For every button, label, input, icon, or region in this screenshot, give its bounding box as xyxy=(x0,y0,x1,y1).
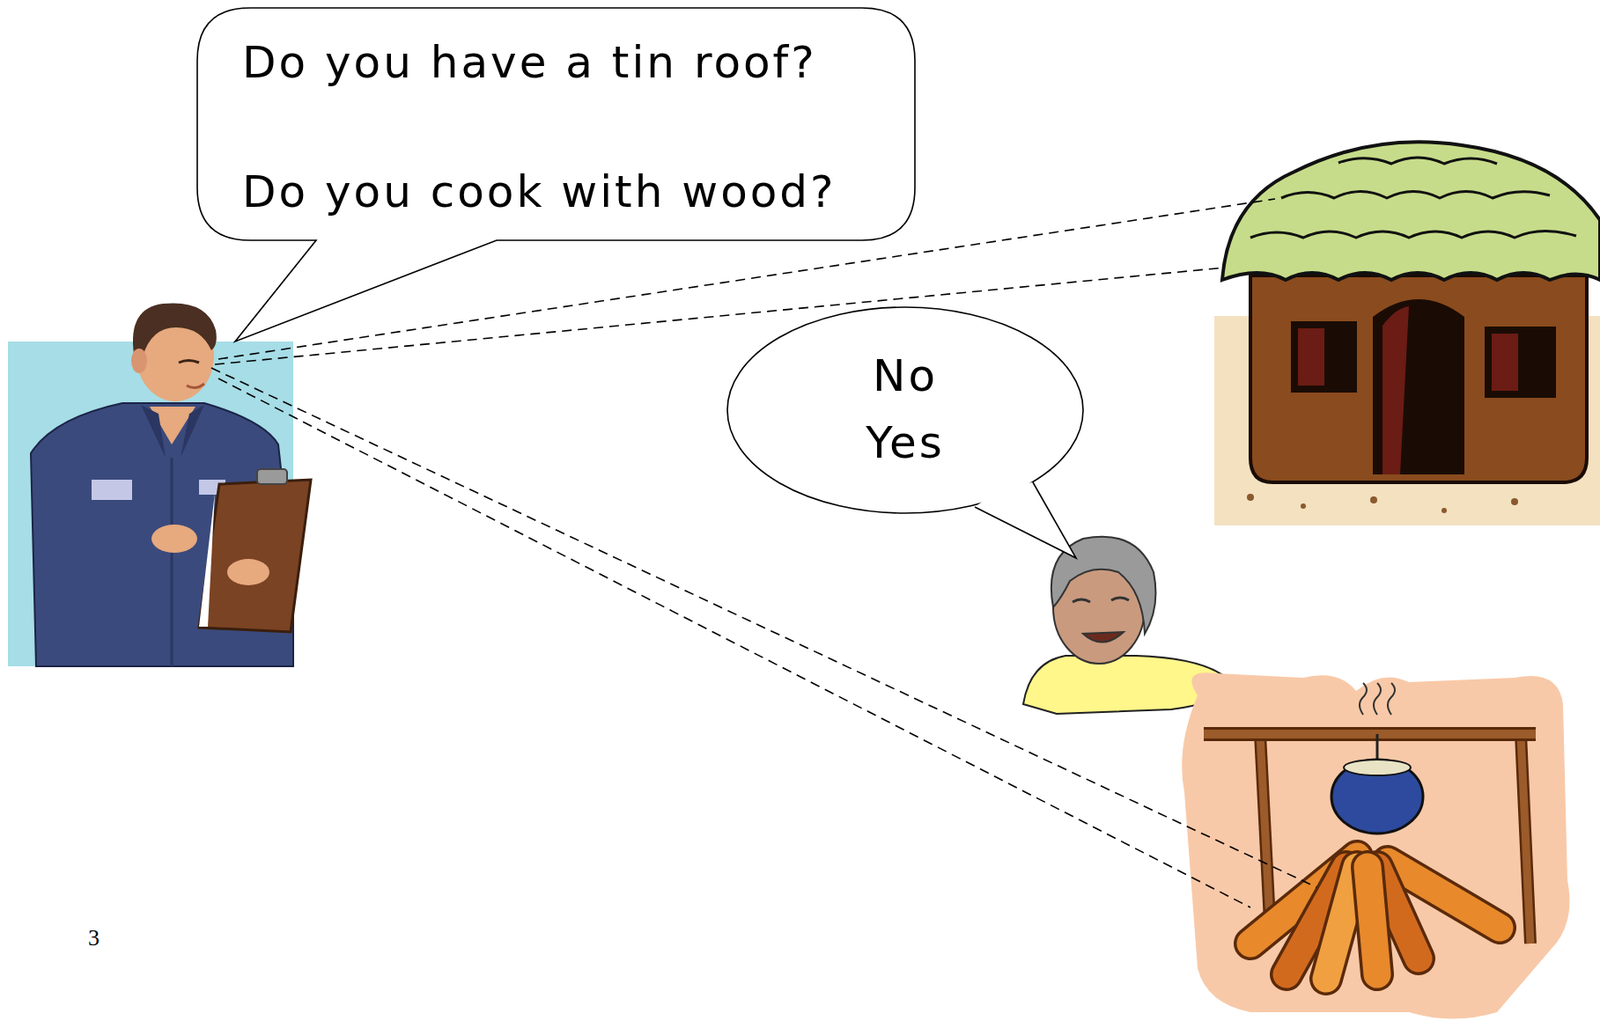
roof-thatch xyxy=(1338,157,1497,164)
pebble xyxy=(1246,494,1254,502)
hut-window xyxy=(1491,333,1519,391)
surveyor-hair xyxy=(132,302,217,357)
pebble xyxy=(1441,508,1447,514)
ground-pebbles xyxy=(1246,494,1519,514)
bubble-shape xyxy=(197,7,915,342)
cooking-fire xyxy=(1181,672,1570,1019)
roof-thatch xyxy=(1281,191,1550,200)
log-outline xyxy=(1367,867,1378,975)
shirt-badge xyxy=(91,479,133,501)
pebble xyxy=(1300,503,1306,509)
respondent-eyes xyxy=(1072,597,1129,603)
sight-line xyxy=(218,378,1251,908)
page-number: 3 xyxy=(88,927,100,951)
steam xyxy=(1359,683,1395,716)
hut-window xyxy=(1484,326,1556,399)
hut-door xyxy=(1372,299,1465,475)
bubble-text: Do you have a tin roof? xyxy=(242,40,818,85)
firewood xyxy=(1250,856,1500,980)
surveyor-figure xyxy=(7,302,311,667)
pebble xyxy=(1511,498,1519,506)
bubble-text: Do you cook with wood? xyxy=(242,169,837,214)
respondent-smile xyxy=(1083,632,1124,643)
tripod-bar xyxy=(1203,729,1536,739)
pot-hook xyxy=(1376,734,1379,763)
fire-backdrop xyxy=(1181,672,1570,1019)
hut-wall xyxy=(1250,275,1587,483)
bubble-text: Yes xyxy=(725,420,1085,465)
shirt-placket xyxy=(170,457,174,667)
bubble-tail-fill xyxy=(974,482,1077,559)
bubble-shape xyxy=(727,307,1084,514)
sight-lines xyxy=(211,199,1317,908)
hut-door xyxy=(1382,306,1409,475)
surveyor-smile xyxy=(186,383,205,389)
pot-rim xyxy=(1343,759,1411,776)
tripod-post xyxy=(1520,734,1531,944)
speech-bubble: NoYes xyxy=(725,305,1085,516)
bubble-tail xyxy=(974,482,1077,559)
surveyor-collar xyxy=(140,405,205,458)
surveyor-hand xyxy=(151,524,198,553)
surveyor-hand xyxy=(227,559,270,586)
cooking-pot xyxy=(1331,759,1424,834)
hut-window xyxy=(1297,328,1325,386)
pebble xyxy=(1370,496,1378,504)
log xyxy=(1367,867,1378,975)
hut-roof xyxy=(1222,141,1600,281)
speech-bubble: Do you have a tin roof? Do you cook with … xyxy=(197,7,915,241)
hut-window xyxy=(1290,321,1357,393)
surveyor-eye xyxy=(178,361,200,364)
bubble-outline xyxy=(725,305,1085,516)
bubble-text: No xyxy=(725,353,1085,399)
tripod-post xyxy=(1520,734,1531,944)
clipboard xyxy=(199,479,311,633)
clipboard-paper xyxy=(199,493,215,627)
tripod-bar xyxy=(1203,727,1536,742)
clipboard-clip xyxy=(257,469,288,485)
surveyor-ear xyxy=(131,348,148,374)
roof-thatch xyxy=(1250,230,1577,238)
